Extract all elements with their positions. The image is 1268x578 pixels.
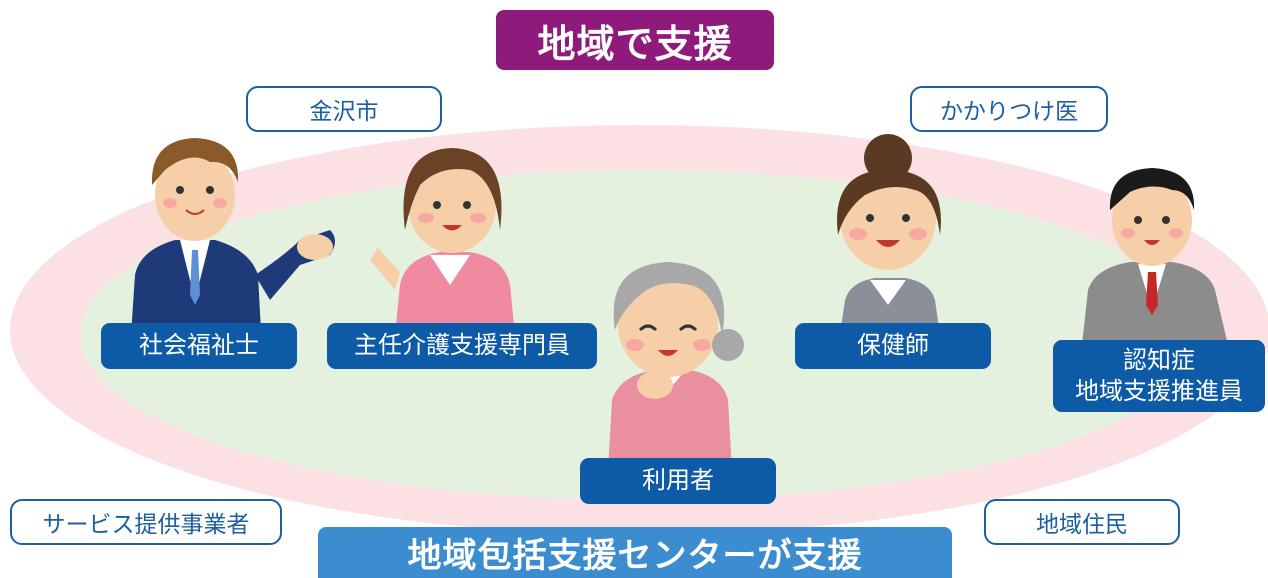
role-public-health-nurse: 保健師 (795, 323, 991, 369)
role-social-worker: 社会福祉士 (101, 323, 297, 369)
label-kanazawa-city: 金沢市 (246, 86, 442, 132)
bottom-title: 地域包括支援センターが支援 (318, 527, 952, 578)
top-title: 地域で支援 (496, 10, 774, 70)
label-service-providers: サービス提供事業者 (10, 499, 282, 545)
role-dementia-support-promoter: 認知症 地域支援推進員 (1053, 340, 1265, 412)
care-manager-illustration (370, 148, 515, 335)
public-health-nurse-illustration (837, 134, 941, 335)
user-illustration (608, 262, 744, 470)
role-dementia-line1: 認知症 (1123, 345, 1195, 374)
dementia-promoter-illustration (1082, 168, 1228, 345)
role-care-manager: 主任介護支援専門員 (327, 323, 597, 369)
label-local-residents: 地域住民 (984, 499, 1180, 545)
social-worker-illustration (130, 138, 335, 350)
role-dementia-line2: 地域支援推進員 (1075, 377, 1243, 405)
label-family-doctor: かかりつけ医 (910, 86, 1108, 132)
role-user: 利用者 (580, 458, 776, 504)
